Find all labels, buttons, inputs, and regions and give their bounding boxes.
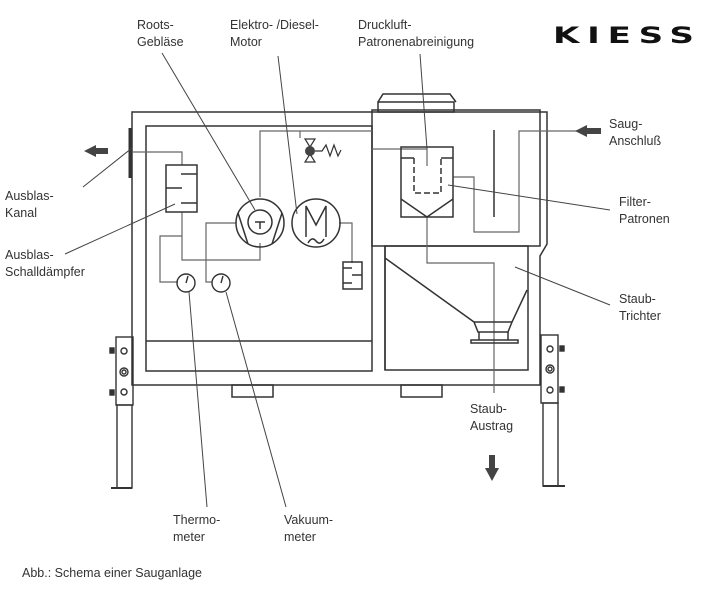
dust-discharge-arrow-icon — [485, 455, 499, 481]
filter-compartment — [371, 109, 541, 247]
label-ausblas-schalldaempfer: Ausblas-Schalldämpfer — [5, 248, 85, 279]
hopper-compartment — [384, 245, 529, 371]
label-roots-geblaese: Roots-Gebläse — [137, 18, 184, 49]
top-cap — [377, 101, 455, 113]
staub-trichter-symbol — [384, 257, 528, 344]
roots-blower-symbol — [235, 198, 285, 248]
label-vakuummeter: Vakuum-meter — [284, 513, 334, 544]
leader-lines — [64, 52, 611, 508]
label-motor: Elektro- /Diesel-Motor — [230, 18, 319, 49]
top-cap-lid — [377, 93, 457, 103]
leg-left — [109, 336, 134, 489]
machine-compartment — [145, 125, 373, 372]
label-staub-austrag: Staub-Austrag — [470, 402, 514, 433]
ausblas-schalldaempfer — [165, 164, 198, 213]
kiess-logo: KIESS — [553, 24, 702, 49]
exhaust-arrow-icon — [84, 145, 108, 157]
label-saug-anschluss: Saug-Anschluß — [609, 117, 662, 148]
label-ausblas-kanal: Ausblas-Kanal — [5, 189, 54, 220]
label-druckluft: Druckluft-Patronenabreinigung — [358, 18, 475, 49]
suction-arrow-icon — [575, 125, 601, 137]
small-silencer — [342, 261, 363, 290]
housing — [128, 93, 548, 398]
figure-caption: Abb.: Schema einer Sauganlage — [22, 566, 202, 580]
thermometer-symbol — [176, 273, 196, 293]
label-staub-trichter: Staub-Trichter — [619, 292, 661, 323]
label-filter-patronen: Filter-Patronen — [619, 195, 670, 226]
label-thermometer: Thermo-meter — [173, 513, 221, 544]
foot-block — [400, 384, 443, 398]
motor-symbol — [291, 198, 341, 248]
pressure-relief-valve — [303, 138, 342, 163]
outer-frame — [131, 111, 548, 386]
vakuummeter-symbol — [211, 273, 231, 293]
foot-block — [231, 384, 274, 398]
leg-right — [540, 334, 565, 487]
